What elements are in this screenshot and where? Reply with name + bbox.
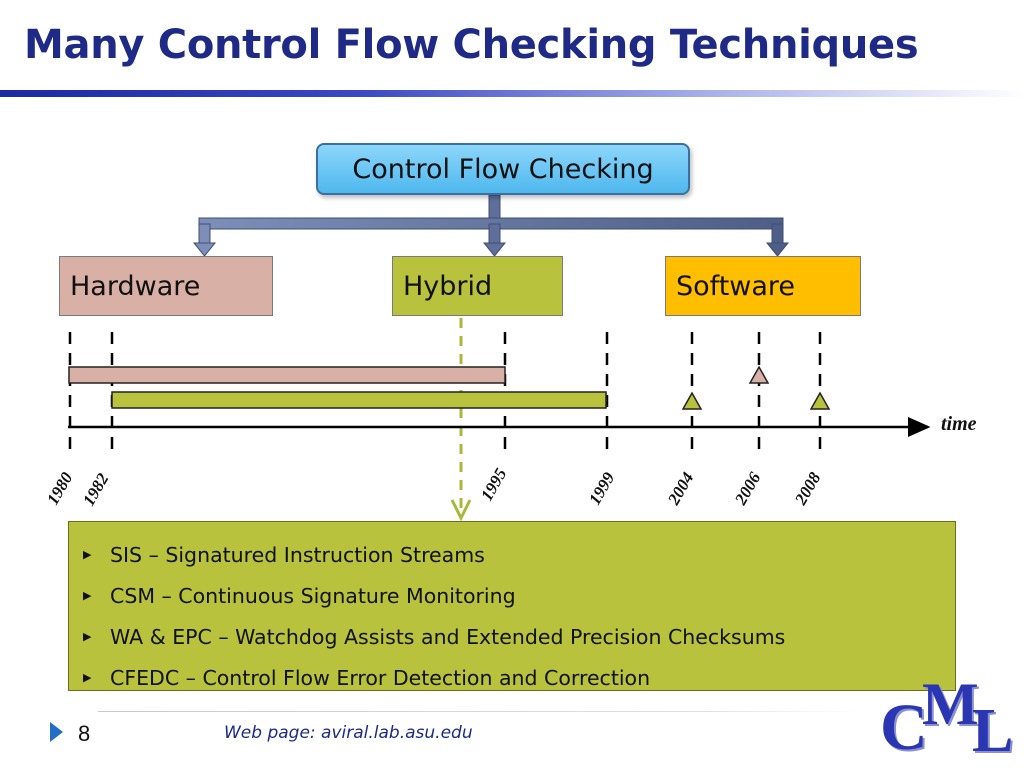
marker-2004-hybrid-icon xyxy=(681,391,703,410)
hybrid-pointer xyxy=(450,318,472,522)
hardware-range-bar xyxy=(68,366,506,384)
page-number: 8 xyxy=(78,721,91,746)
software-box: Software xyxy=(665,256,861,316)
marker-2006-hardware-icon xyxy=(748,365,770,384)
year-label: 1982 xyxy=(79,470,113,509)
list-item: ▶ CFEDC – Control Flow Error Detection a… xyxy=(83,657,955,698)
marker-2008-hybrid-icon xyxy=(809,391,831,410)
technique-text: SIS – Signatured Instruction Streams xyxy=(110,542,485,567)
tree-connectors xyxy=(192,194,790,257)
hybrid-label: Hybrid xyxy=(403,270,493,302)
logo-letter: C xyxy=(880,691,928,764)
hybrid-box: Hybrid xyxy=(392,256,563,316)
footer-arrow-icon xyxy=(50,722,63,742)
year-label: 2006 xyxy=(731,469,765,509)
cml-logo: C M L xyxy=(880,668,1024,768)
bullet-icon: ▶ xyxy=(83,548,92,561)
year-label: 1980 xyxy=(43,469,77,508)
technique-text: CFEDC – Control Flow Error Detection and… xyxy=(110,665,651,690)
title-underline xyxy=(0,90,1024,97)
footer-divider xyxy=(98,711,858,712)
list-item: ▶ SIS – Signatured Instruction Streams xyxy=(83,534,955,575)
list-item: ▶ WA & EPC – Watchdog Assists and Extend… xyxy=(83,616,955,657)
hardware-box: Hardware xyxy=(59,256,273,316)
technique-text: WA & EPC – Watchdog Assists and Extended… xyxy=(110,624,786,649)
year-label: 2004 xyxy=(664,469,698,509)
year-label: 2008 xyxy=(791,469,825,509)
slide-title: Many Control Flow Checking Techniques xyxy=(24,22,919,68)
year-labels: 1980 1982 1995 1999 2004 2006 2008 xyxy=(43,465,825,509)
technique-text: CSM – Continuous Signature Monitoring xyxy=(110,583,516,608)
year-label: 1999 xyxy=(585,469,619,508)
hardware-label: Hardware xyxy=(70,270,201,302)
web-page-label: Web page: aviral.lab.asu.edu xyxy=(224,723,473,743)
logo-letter: L xyxy=(972,697,1014,765)
list-item: ▶ CSM – Continuous Signature Monitoring xyxy=(83,575,955,616)
techniques-list: ▶ SIS – Signatured Instruction Streams ▶… xyxy=(68,521,956,691)
bullet-icon: ▶ xyxy=(83,630,92,643)
control-flow-checking-box: Control Flow Checking xyxy=(316,143,690,195)
root-label: Control Flow Checking xyxy=(352,153,654,185)
bullet-icon: ▶ xyxy=(83,589,92,602)
year-markers xyxy=(68,332,822,450)
year-label: 1995 xyxy=(477,465,511,504)
bullet-icon: ▶ xyxy=(83,671,92,684)
hybrid-range-bar xyxy=(111,391,607,409)
logo-letter: M xyxy=(922,671,979,737)
software-label: Software xyxy=(676,270,796,302)
time-axis-label: time xyxy=(941,413,977,435)
